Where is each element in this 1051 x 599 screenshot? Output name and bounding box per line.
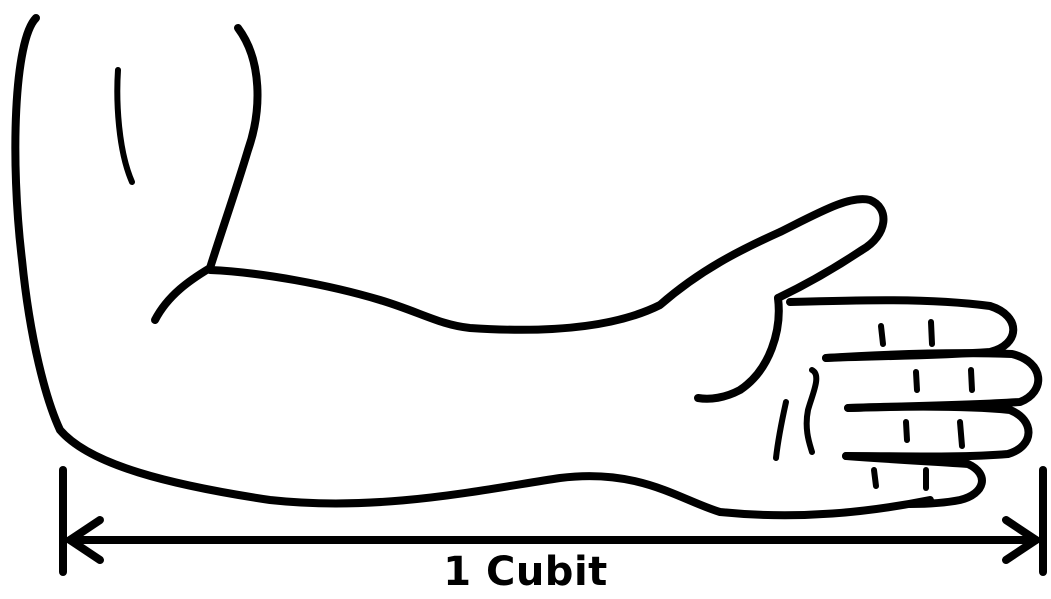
arm-outline-bicep <box>210 28 257 268</box>
bicep-crease <box>117 70 132 182</box>
knuckle-mark <box>916 372 917 390</box>
hand-icon <box>776 300 1038 504</box>
knuckle-mark <box>931 322 932 344</box>
knuckle-mark <box>971 370 972 390</box>
arm-icon <box>15 18 930 515</box>
finger-little <box>846 456 982 504</box>
palm-crease-2 <box>776 402 786 458</box>
knuckle-mark <box>881 326 883 344</box>
arm-outline-upper-back <box>15 18 930 515</box>
knuckle-mark <box>906 422 907 440</box>
arm-inner-fold <box>155 268 210 320</box>
finger-ring <box>846 407 1029 457</box>
knuckle-mark <box>874 470 876 486</box>
knuckle-mark <box>960 422 962 446</box>
palm-inner-line <box>698 298 779 399</box>
caption-label: 1 Cubit <box>0 548 1051 596</box>
finger-middle <box>826 353 1038 408</box>
palm-crease-1 <box>807 370 817 452</box>
